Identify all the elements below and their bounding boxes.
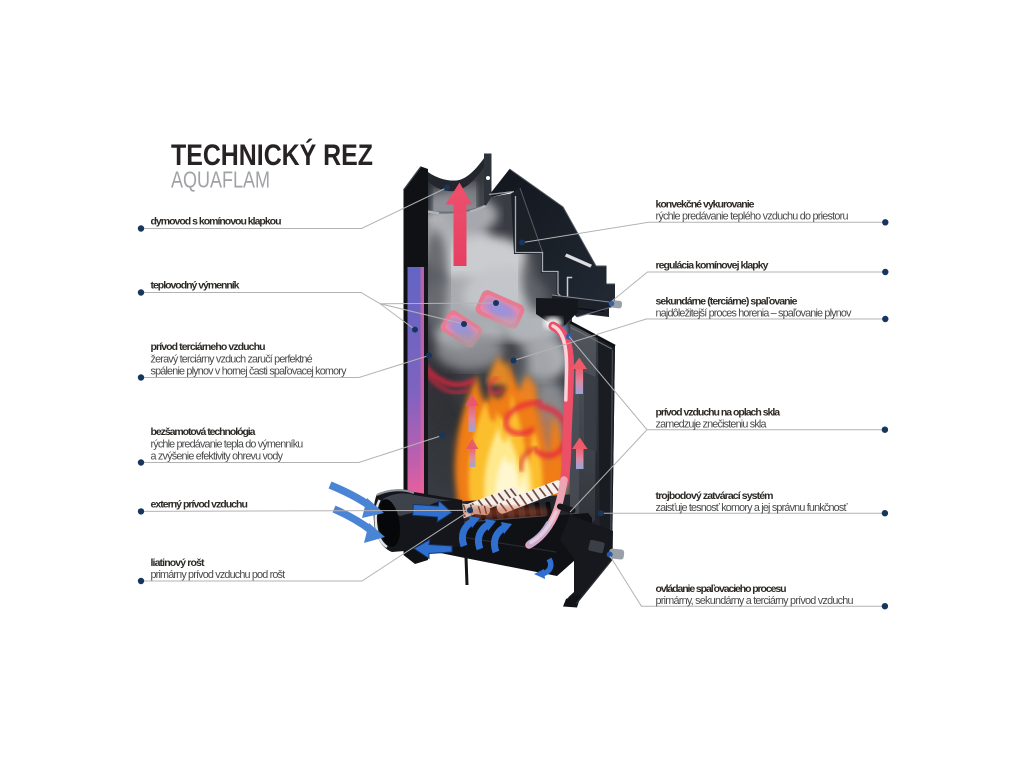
svg-text:teplovodný výmenník: teplovodný výmenník <box>151 280 240 292</box>
svg-text:AQUAFLAM: AQUAFLAM <box>171 167 270 193</box>
svg-text:regulácia komínovej klapky: regulácia komínovej klapky <box>656 259 769 271</box>
svg-text:primárny, sekundárny a terciár: primárny, sekundárny a terciárny prívod … <box>656 595 854 607</box>
svg-text:primárny prívod vzduchu pod ro: primárny prívod vzduchu pod rošt <box>151 569 286 581</box>
svg-text:dymovod s komínovou klapkou: dymovod s komínovou klapkou <box>151 216 282 228</box>
svg-text:najdôležitejší proces horenia: najdôležitejší proces horenia – spaľovan… <box>656 307 853 319</box>
svg-text:prívod terciárneho vzduchu: prívod terciárneho vzduchu <box>151 341 266 353</box>
svg-text:spálenie plynov v hornej časti: spálenie plynov v hornej časti spaľovace… <box>151 365 348 377</box>
svg-text:žeravý terciárny vzduch zaručí: žeravý terciárny vzduch zaručí perfektné <box>151 353 313 365</box>
svg-text:zaisťuje tesnosť komory a jej: zaisťuje tesnosť komory a jej správnu fu… <box>656 502 849 514</box>
svg-text:a zvýšenie efektivity ohrevu v: a zvýšenie efektivity ohrevu vody <box>151 450 284 462</box>
svg-text:TECHNICKÝ REZ: TECHNICKÝ REZ <box>171 138 373 172</box>
svg-text:rýchle predávanie tepla do vým: rýchle predávanie tepla do výmenníku <box>151 438 304 450</box>
svg-text:zamedzuje znečisteniu skla: zamedzuje znečisteniu skla <box>656 419 767 431</box>
svg-text:ovládanie spaľovacieho procesu: ovládanie spaľovacieho procesu <box>656 583 787 595</box>
svg-text:trojbodový zatvárací systém: trojbodový zatvárací systém <box>656 490 774 502</box>
svg-text:externý prívod vzduchu: externý prívod vzduchu <box>151 498 248 510</box>
svg-text:rýchle predávanie teplého vzdu: rýchle predávanie teplého vzduchu do pri… <box>656 210 849 222</box>
svg-text:prívod vzduchu na oplach skla: prívod vzduchu na oplach skla <box>656 407 781 419</box>
svg-text:liatinový rošt: liatinový rošt <box>151 557 206 569</box>
svg-text:konvekčné vykurovanie: konvekčné vykurovanie <box>656 199 755 211</box>
svg-text:bezšamotová technológia: bezšamotová technológia <box>151 426 256 438</box>
svg-text:sekundárne (terciárne) spaľova: sekundárne (terciárne) spaľovanie <box>656 296 798 308</box>
